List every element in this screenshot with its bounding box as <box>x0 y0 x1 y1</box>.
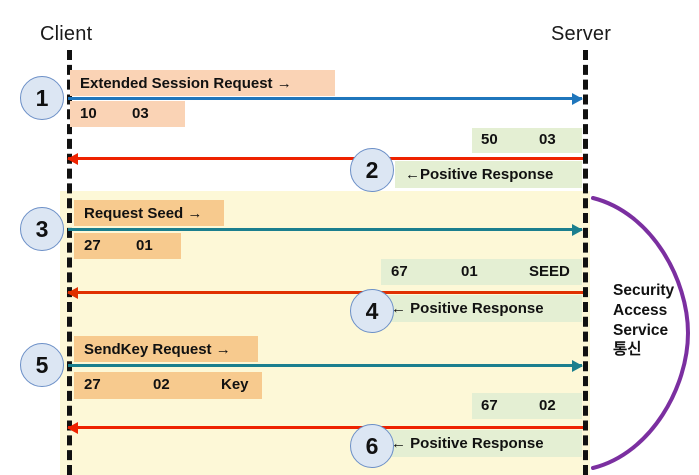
step-3-arrow-head <box>572 224 583 236</box>
step-4-field-1: 01 <box>461 263 478 280</box>
step-3-title-box: Request Seed → <box>74 200 224 226</box>
step-5-arrow-head <box>572 360 583 372</box>
step-5-fields-box: 27 02 Key <box>74 372 262 399</box>
step-3-fields-box: 27 01 <box>74 233 181 259</box>
step-4-arrow-shaft <box>68 291 583 294</box>
step-1-arrow-shaft <box>68 97 582 100</box>
step-1-fields-box: 10 03 <box>70 101 185 127</box>
step-1-title-box: Extended Session Request → <box>70 70 335 96</box>
step-6-arrow-head <box>67 422 78 434</box>
lifeline-client <box>67 50 72 475</box>
step-marker-1[interactable]: 1 <box>20 76 64 120</box>
step-2-arrow-shaft <box>68 157 583 160</box>
step-2-arrow-head <box>67 153 78 165</box>
step-marker-3[interactable]: 3 <box>20 207 64 251</box>
step-2-field-1: 03 <box>539 131 556 148</box>
step-marker-4[interactable]: 4 <box>350 289 394 333</box>
step-3-field-1: 01 <box>136 237 153 254</box>
step-5-field-0: 27 <box>84 376 101 393</box>
security-access-service-label: Security Access Service 통신 <box>613 282 675 359</box>
step-3-field-0: 27 <box>84 237 101 254</box>
step-1-field-0: 10 <box>80 105 97 122</box>
step-4-title-box: ← Positive Response <box>381 295 582 322</box>
step-5-title-box: SendKey Request → <box>74 336 258 362</box>
step-6-arrow-shaft <box>68 426 583 429</box>
lifeline-label-server: Server <box>551 23 612 45</box>
step-2-fields-box: 50 03 <box>472 128 582 153</box>
step-5-field-2: Key <box>221 376 249 393</box>
step-6-fields-box: 67 02 <box>472 393 582 419</box>
step-4-field-2: SEED <box>529 263 570 280</box>
step-marker-6[interactable]: 6 <box>350 424 394 468</box>
step-2-field-0: 50 <box>481 131 498 148</box>
lifeline-server <box>583 50 588 475</box>
step-1-field-1: 03 <box>132 105 149 122</box>
step-4-field-0: 67 <box>391 263 408 280</box>
step-marker-2[interactable]: 2 <box>350 148 394 192</box>
step-6-field-1: 02 <box>539 397 556 414</box>
step-5-arrow-shaft <box>68 364 582 367</box>
step-6-title-box: ← Positive Response <box>381 430 582 457</box>
step-4-fields-box: 67 01 SEED <box>381 259 582 285</box>
step-marker-5[interactable]: 5 <box>20 343 64 387</box>
step-3-arrow-shaft <box>68 228 582 231</box>
step-1-arrow-head <box>572 93 583 105</box>
lifeline-label-client: Client <box>40 23 93 45</box>
security-access-brace-icon <box>591 196 691 470</box>
step-2-title-box: ←Positive Response <box>395 161 582 188</box>
step-4-arrow-head <box>67 287 78 299</box>
step-6-field-0: 67 <box>481 397 498 414</box>
step-5-field-1: 02 <box>153 376 170 393</box>
